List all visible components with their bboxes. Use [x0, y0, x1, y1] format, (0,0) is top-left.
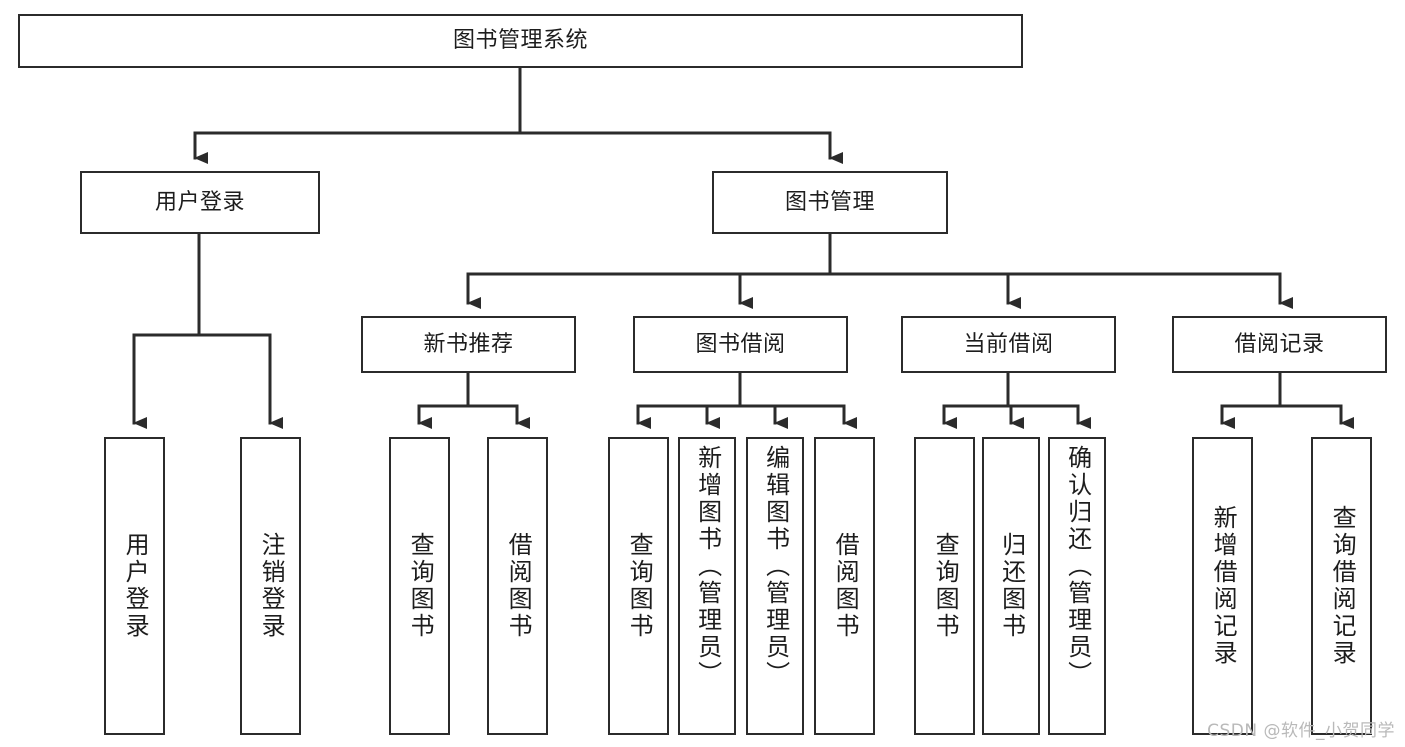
node-borrow-record-label: 借阅记录 — [1234, 331, 1325, 357]
node-leaf-query-book-1-label: 查询图书 — [406, 532, 435, 640]
node-leaf-add-record[interactable]: 新增借阅记录 — [1192, 437, 1253, 735]
node-leaf-query-book-2-label: 查询图书 — [625, 532, 654, 640]
node-current-borrow-label: 当前借阅 — [963, 331, 1054, 357]
node-new-book-rec[interactable]: 新书推荐 — [361, 316, 576, 373]
node-leaf-query-record-label: 查询借阅记录 — [1328, 505, 1357, 667]
node-borrow-record[interactable]: 借阅记录 — [1172, 316, 1387, 373]
node-leaf-borrow-book-1-label: 借阅图书 — [504, 532, 533, 640]
node-book-borrow-label: 图书借阅 — [695, 331, 786, 357]
node-book-borrow[interactable]: 图书借阅 — [633, 316, 848, 373]
node-leaf-edit-book[interactable]: 编辑图书（管理员） — [746, 437, 804, 735]
node-leaf-confirm-return-label: 确认归还（管理员） — [1063, 445, 1092, 688]
node-leaf-borrow-book-1[interactable]: 借阅图书 — [487, 437, 548, 735]
node-leaf-query-book-3[interactable]: 查询图书 — [914, 437, 975, 735]
node-leaf-borrow-book-2[interactable]: 借阅图书 — [814, 437, 875, 735]
node-user-login[interactable]: 用户登录 — [80, 171, 320, 234]
node-root[interactable]: 图书管理系统 — [18, 14, 1023, 68]
node-leaf-confirm-return[interactable]: 确认归还（管理员） — [1048, 437, 1106, 735]
node-leaf-query-book-1[interactable]: 查询图书 — [389, 437, 450, 735]
node-leaf-return-book-label: 归还图书 — [997, 532, 1026, 640]
node-leaf-logout[interactable]: 注销登录 — [240, 437, 301, 735]
node-new-book-rec-label: 新书推荐 — [423, 331, 514, 357]
node-leaf-query-book-3-label: 查询图书 — [931, 532, 960, 640]
node-user-login-label: 用户登录 — [154, 189, 245, 215]
node-leaf-user-login-label: 用户登录 — [121, 532, 150, 640]
node-book-manage[interactable]: 图书管理 — [712, 171, 948, 234]
node-leaf-edit-book-label: 编辑图书（管理员） — [761, 445, 790, 688]
node-leaf-logout-label: 注销登录 — [257, 532, 286, 640]
node-leaf-query-record[interactable]: 查询借阅记录 — [1311, 437, 1372, 735]
node-leaf-add-book[interactable]: 新增图书（管理员） — [678, 437, 736, 735]
node-root-label: 图书管理系统 — [452, 28, 588, 54]
node-leaf-add-record-label: 新增借阅记录 — [1209, 505, 1238, 667]
node-leaf-add-book-label: 新增图书（管理员） — [693, 445, 722, 688]
node-book-manage-label: 图书管理 — [784, 189, 875, 215]
node-current-borrow[interactable]: 当前借阅 — [901, 316, 1116, 373]
node-leaf-return-book[interactable]: 归还图书 — [982, 437, 1040, 735]
node-leaf-user-login[interactable]: 用户登录 — [104, 437, 165, 735]
node-leaf-borrow-book-2-label: 借阅图书 — [831, 532, 860, 640]
watermark-text: CSDN @软件_小贺同学 — [1207, 721, 1395, 741]
node-leaf-query-book-2[interactable]: 查询图书 — [608, 437, 669, 735]
